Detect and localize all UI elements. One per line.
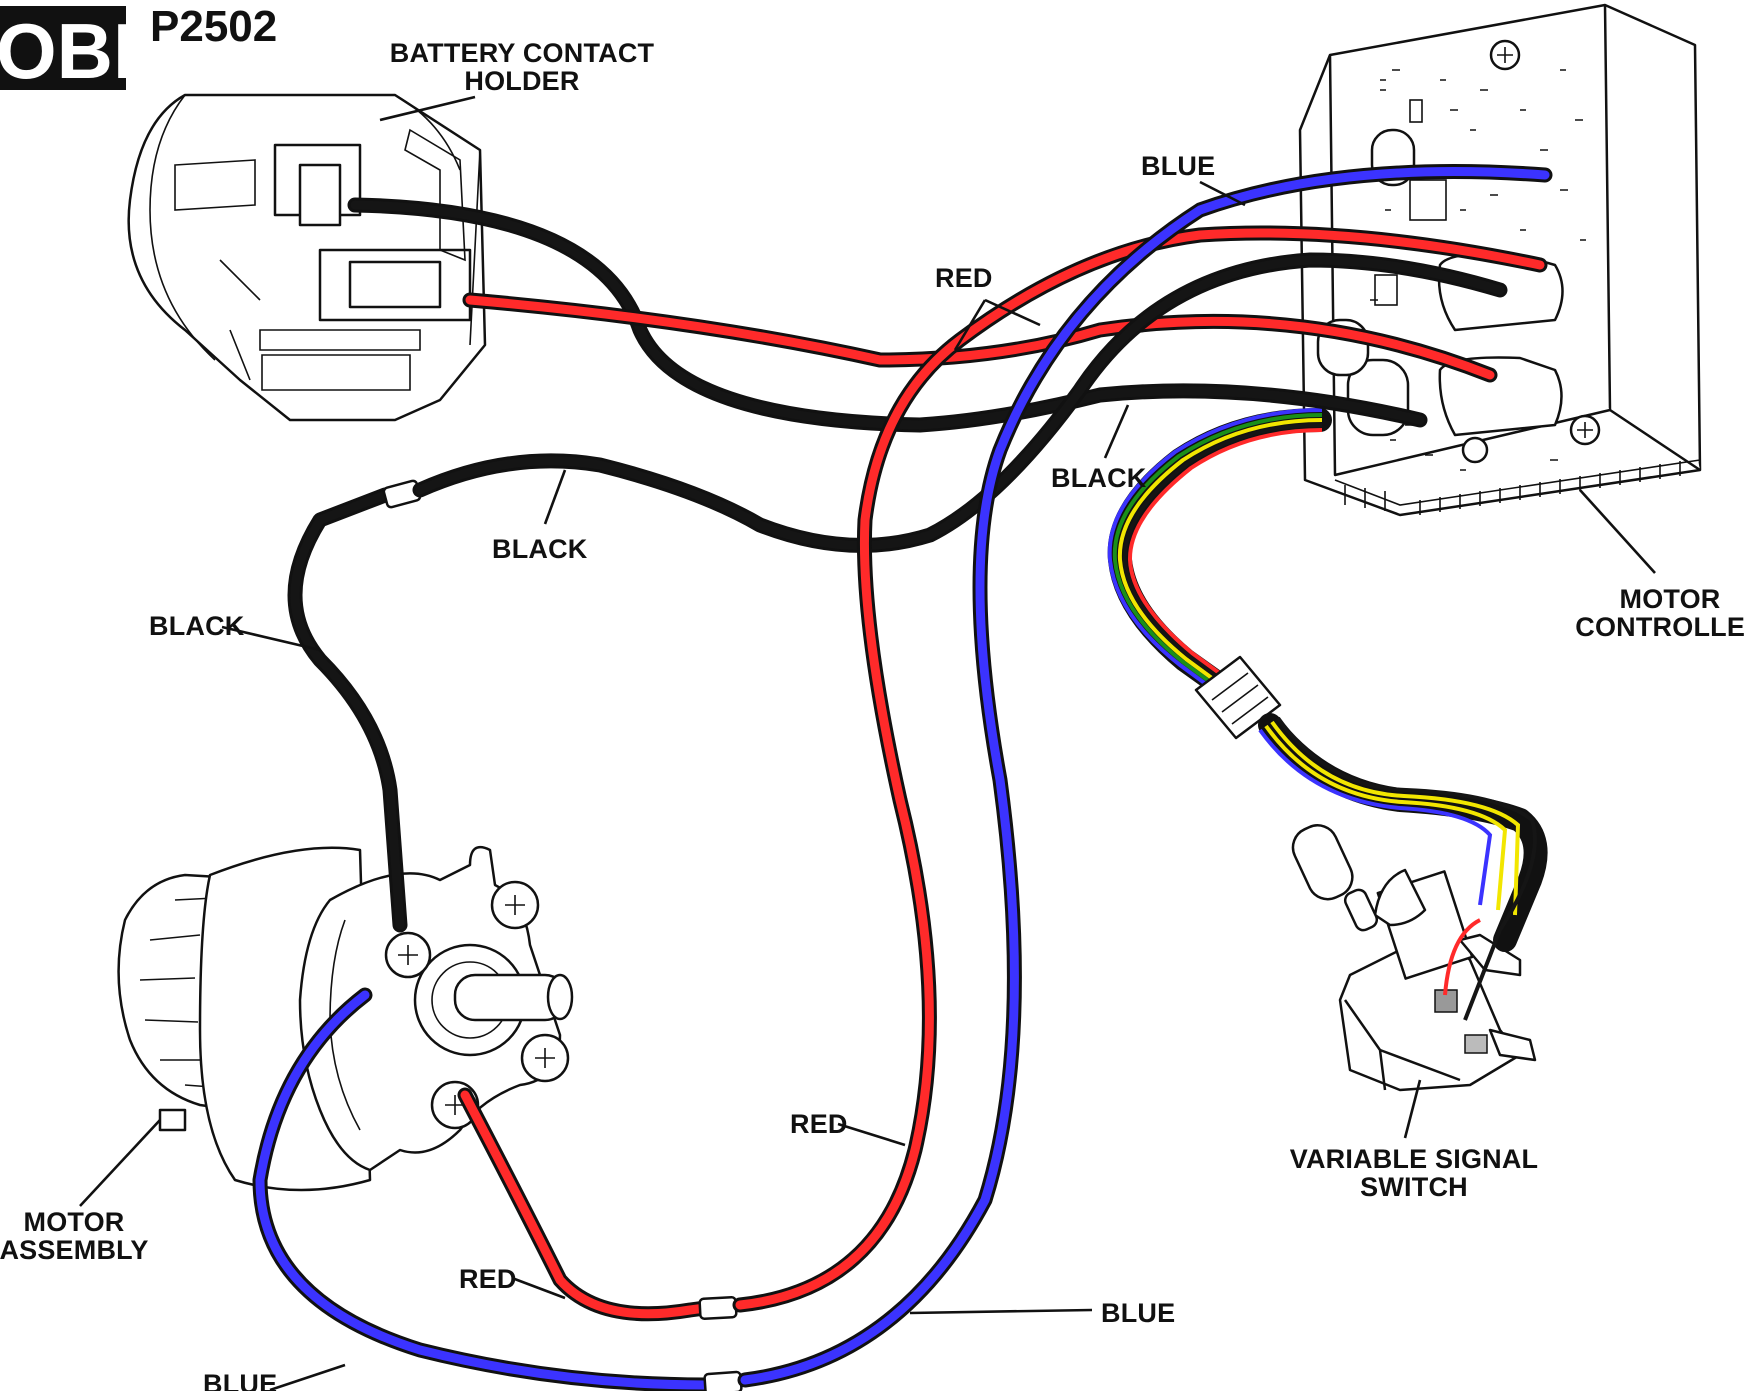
signal-cable-lower [1258,713,1548,1021]
obi-logo: OBI [0,6,135,95]
battery-contact-holder [127,93,487,422]
label-motor-controller-2: CONTROLLER [1575,612,1744,642]
label-blue-right: BLUE [1101,1298,1175,1328]
label-black-right: BLACK [1051,463,1147,493]
label-motor-assembly-1: MOTOR [24,1207,125,1237]
label-battery-contact-holder-1: BATTERY CONTACT [390,38,655,68]
signal-connector [1194,655,1282,740]
logo-text: OBI [0,7,135,95]
signal-cable-upper [1107,408,1332,697]
part-number: P2502 [150,2,277,51]
label-variable-signal-switch-2: SWITCH [1360,1172,1468,1202]
label-motor-assembly-2: ASSEMBLY [0,1235,149,1265]
label-red-lower: RED [790,1109,848,1139]
label-battery-contact-holder-2: HOLDER [464,66,579,96]
label-black-mid: BLACK [492,534,588,564]
label-black-left: BLACK [149,611,245,641]
label-red-bottom: RED [459,1264,517,1294]
label-red-top: RED [935,263,993,293]
label-variable-signal-switch-1: VARIABLE SIGNAL [1290,1144,1539,1174]
leader-lines [79,95,1656,1391]
labels: BATTERY CONTACT HOLDER BLUE RED BLACK BL… [0,38,1744,1391]
label-motor-controller-1: MOTOR [1620,584,1721,614]
motor-assembly [117,845,574,1192]
label-blue-bottom: BLUE [203,1369,277,1391]
heatsink-fins [1334,459,1701,515]
label-blue-top: BLUE [1141,151,1215,181]
variable-signal-switch [1291,824,1537,1092]
wires [252,164,1553,1391]
